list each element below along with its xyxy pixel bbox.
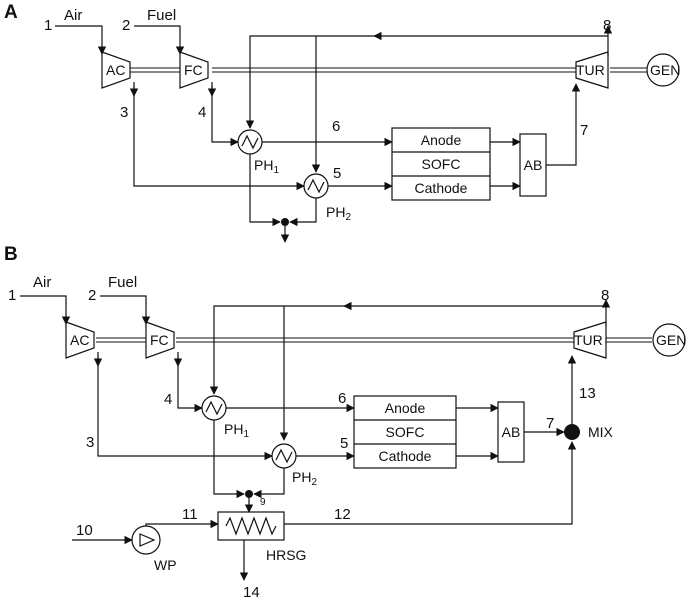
stream-3-label-a: 3 [120, 104, 128, 121]
generator-b [652, 323, 686, 357]
stream-3-b [97, 352, 273, 461]
exhaust-mixer-a [281, 218, 289, 226]
stream-4-b [177, 352, 203, 413]
preheater-1-icon-b [205, 400, 223, 416]
stream-2-label-b: 2 [88, 287, 96, 304]
ph2-label-a: PH2 [326, 204, 351, 223]
generator-label-a: GEN [650, 62, 680, 78]
stream-8-to-ph1-b [209, 305, 606, 395]
stream-6-label-b: 6 [338, 390, 346, 407]
fuel-compressor-b [145, 321, 175, 359]
stream-3-a [133, 82, 305, 191]
turbine-b [573, 321, 607, 359]
hrsg-label-b: HRSG [266, 547, 306, 563]
stream-5-label-b: 5 [340, 435, 348, 452]
ph1-label-b: PH1 [224, 421, 249, 440]
panel-label-a: A [4, 2, 18, 23]
stream-3-label-b: 3 [86, 434, 94, 451]
stream-7-a [546, 83, 581, 166]
sofc-stack-b [353, 395, 457, 469]
anode-label-a: Anode [421, 132, 462, 148]
pump-icon [139, 533, 156, 547]
stream-12-label-b: 12 [334, 506, 351, 523]
stream-air-inlet-a [55, 25, 107, 55]
stream-11-b [145, 519, 219, 529]
fuel-compressor-label-a: FC [184, 62, 203, 78]
ph1-label-a: PH1 [254, 157, 279, 176]
stream-6-label-a: 6 [332, 118, 340, 135]
fuel-compressor-label-b: FC [150, 332, 169, 348]
stream-9-label-b: 9 [260, 497, 266, 508]
stream-5-label-a: 5 [333, 165, 341, 182]
stream-11-label-b: 11 [182, 506, 198, 523]
air-compressor-a [101, 51, 131, 89]
preheater-1-icon-a [241, 134, 259, 150]
cathode-label-a: Cathode [415, 180, 468, 196]
preheater-2-icon-b [275, 448, 293, 464]
stream-14-label-b: 14 [243, 584, 260, 601]
fuel-label-a: Fuel [147, 7, 176, 24]
stream-7-label-a: 7 [580, 122, 588, 139]
afterburner-b [497, 401, 525, 463]
sofc-stack-a [391, 127, 491, 201]
hrsg-coil-icon [225, 516, 277, 536]
stream-4-label-b: 4 [164, 391, 172, 408]
fuel-compressor-a [179, 51, 209, 89]
afterburner-label-b: AB [502, 424, 521, 440]
air-compressor-label-b: AC [70, 332, 89, 348]
mixer-b [564, 424, 580, 440]
air-label-b: Air [33, 274, 51, 291]
shaft-a [130, 67, 650, 73]
generator-a [646, 53, 680, 87]
panel-a: A AC FC TUR GEN 1 Air 2 Fuel 8 [4, 2, 680, 243]
preheater-2-icon-a [307, 178, 325, 194]
stream-13-label-b: 13 [579, 385, 596, 402]
air-label-a: Air [64, 7, 82, 24]
generator-label-b: GEN [656, 332, 686, 348]
stream-8-label-a: 8 [603, 17, 611, 34]
sofc-label-a: SOFC [422, 156, 461, 172]
cathode-label-b: Cathode [379, 448, 432, 464]
turbine-label-a: TUR [576, 62, 605, 78]
air-compressor-label-a: AC [106, 62, 125, 78]
stream-4-a [211, 82, 239, 147]
stream-2-label-a: 2 [122, 17, 130, 34]
stream-7-label-b: 7 [546, 415, 554, 432]
panel-b: B AC FC TUR GEN 1 Air 2 Fuel 8 3 [4, 244, 686, 601]
mixer-label-b: MIX [588, 424, 614, 440]
stream-8-to-ph1-a [245, 35, 608, 129]
afterburner-label-a: AB [524, 157, 543, 173]
ph2-exhaust-a [289, 198, 317, 227]
shaft-b [96, 337, 652, 343]
stream-8-label-b: 8 [601, 287, 609, 304]
stream-10-label-b: 10 [76, 522, 93, 539]
ph2-exhaust-b [253, 468, 285, 499]
ph1-exhaust-a [249, 154, 281, 227]
ph2-label-b: PH2 [292, 469, 317, 488]
panel-label-b: B [4, 244, 18, 265]
anode-label-b: Anode [385, 400, 426, 416]
exhaust-mixer-b [245, 490, 253, 498]
turbine-label-b: TUR [574, 332, 603, 348]
sofc-label-b: SOFC [386, 424, 425, 440]
water-pump-label-b: WP [154, 557, 177, 573]
stream-12-b [284, 441, 577, 525]
stream-1-label-a: 1 [44, 17, 52, 34]
stream-1-label-b: 1 [8, 287, 16, 304]
fuel-label-b: Fuel [108, 274, 137, 291]
stream-fuel-inlet-b [100, 295, 151, 325]
stream-air-inlet-b [20, 295, 71, 325]
turbine-a [575, 51, 609, 89]
stream-fuel-inlet-a [134, 25, 185, 55]
air-compressor-b [65, 321, 95, 359]
stream-4-label-a: 4 [198, 104, 206, 121]
ph1-exhaust-b [213, 420, 245, 499]
